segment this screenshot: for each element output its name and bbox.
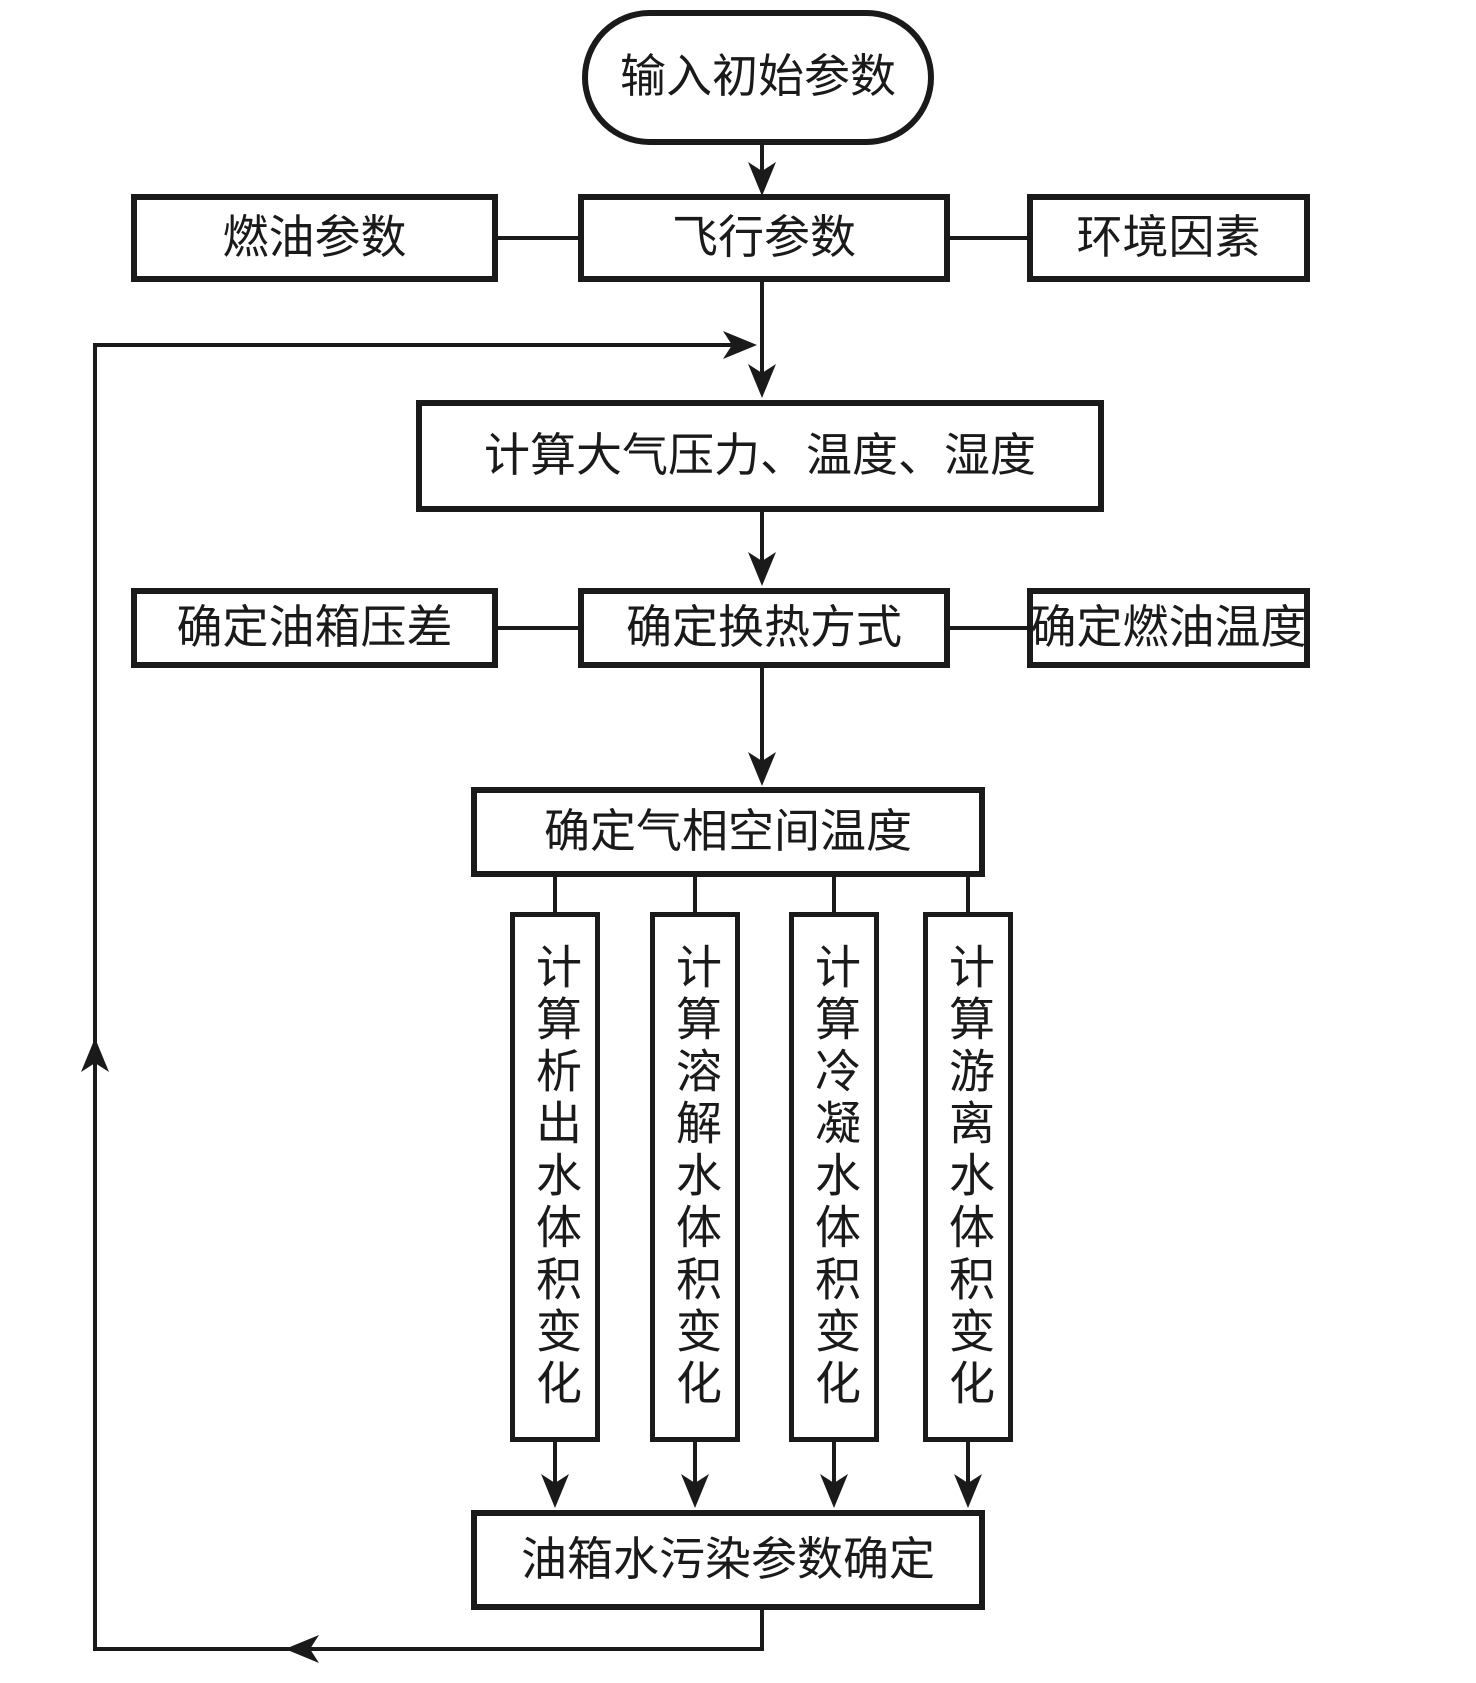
node-tank-pressure-diff: 确定油箱压差 [131, 588, 498, 668]
node-dissolved-water-volume: 计算溶解水体积变化 [650, 912, 740, 1442]
node-calc-atmosphere: 计算大气压力、温度、湿度 [416, 400, 1104, 512]
vertical-label: 计算溶解水体积变化 [670, 943, 721, 1411]
arrowhead-down [681, 1474, 709, 1508]
arrowhead-right [723, 331, 757, 359]
arrowhead-down [820, 1474, 848, 1508]
node-fuel-temperature: 确定燃油温度 [1027, 588, 1310, 668]
vertical-label: 计算游离水体积变化 [943, 943, 994, 1411]
node-heat-exchange-mode: 确定换热方式 [578, 588, 950, 668]
node-precipitated-water-volume: 计算析出水体积变化 [510, 912, 600, 1442]
node-water-contamination-result: 油箱水污染参数确定 [471, 1510, 985, 1610]
vertical-label: 计算析出水体积变化 [530, 943, 581, 1411]
arrowhead-down [954, 1474, 982, 1508]
arrowhead-down [748, 364, 776, 398]
arrowhead-up [81, 1038, 109, 1072]
node-fuel-params: 燃油参数 [131, 194, 498, 282]
arrowhead-down [541, 1474, 569, 1508]
vertical-label: 计算冷凝水体积变化 [809, 943, 860, 1411]
arrowhead-left [285, 1635, 319, 1663]
feedback-loop-line [93, 343, 764, 1651]
arrowhead-down [748, 752, 776, 786]
arrowhead-down [748, 552, 776, 586]
node-input-initial-params: 输入初始参数 [582, 10, 934, 145]
node-flight-params: 飞行参数 [578, 194, 950, 282]
arrowhead-down [748, 162, 776, 196]
node-environment-factors: 环境因素 [1027, 194, 1310, 282]
node-gas-space-temperature: 确定气相空间温度 [471, 787, 985, 877]
node-free-water-volume: 计算游离水体积变化 [923, 912, 1013, 1442]
node-condensed-water-volume: 计算冷凝水体积变化 [789, 912, 879, 1442]
